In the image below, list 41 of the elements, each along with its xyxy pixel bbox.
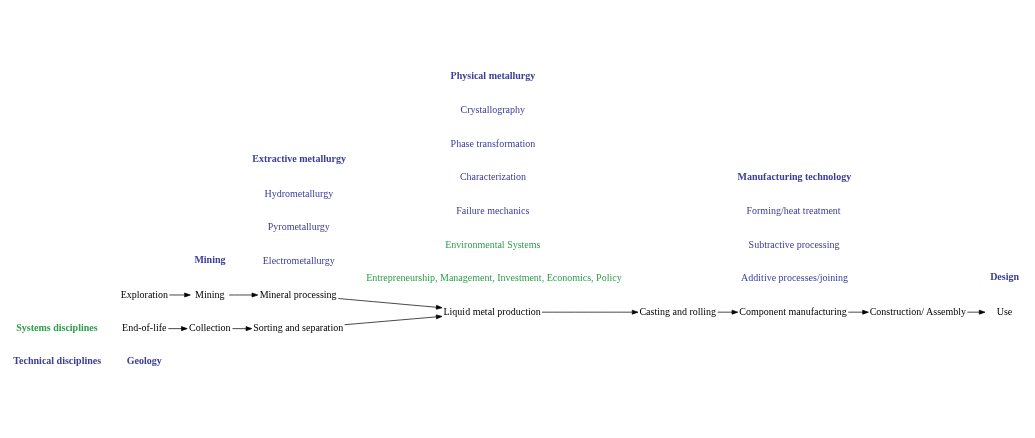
label: Forming/heat treatment: [746, 204, 841, 216]
arrow: [228, 292, 259, 297]
node-text: Liquid metal production: [443, 305, 541, 317]
arrow: [541, 309, 639, 315]
label: Manufacturing technology: [737, 170, 852, 182]
label: Crystallography: [460, 103, 526, 115]
label: Technical disciplines: [13, 354, 102, 366]
label: Hydrometallurgy: [264, 187, 334, 199]
node-text: Mineral processing: [259, 288, 337, 300]
label: Failure mechanics: [456, 204, 530, 216]
node-text: Use: [996, 305, 1013, 317]
arrow: [847, 309, 869, 315]
label: Design: [990, 270, 1020, 282]
node-text: Exploration: [120, 288, 168, 300]
label: Subtractive processing: [748, 238, 840, 250]
arrow: [717, 309, 739, 315]
node-text: Component manufacturing: [739, 305, 847, 317]
label: Entrepreneurship, Management, Investment, Economics, Policy: [366, 271, 622, 283]
label: Environmental Systems: [445, 238, 541, 250]
label: Additive processes/joining: [741, 271, 849, 283]
node-text: End-of-life: [122, 321, 167, 333]
arrow: [337, 297, 443, 310]
node-text: Mining: [195, 288, 225, 300]
arrow: [232, 325, 253, 331]
label: Systems disciplines: [16, 321, 98, 333]
label: Pyrometallurgy: [267, 220, 330, 232]
label: Electrometallurgy: [262, 254, 335, 266]
arrow: [168, 325, 188, 331]
arrow: [967, 309, 986, 315]
label: Mining: [194, 253, 226, 265]
node-text: Construction/ Assembly: [869, 305, 967, 317]
label: Characterization: [459, 170, 526, 182]
node-text: Collection: [188, 321, 231, 333]
arrow: [344, 314, 443, 325]
label: Physical metallurgy: [450, 69, 536, 81]
label: Geology: [126, 354, 162, 366]
node-text: Sorting and separation: [253, 321, 344, 333]
label: Extractive metallurgy: [252, 152, 346, 164]
node-text: Casting and rolling: [639, 305, 717, 317]
arrow: [169, 292, 191, 297]
label: Phase transformation: [450, 137, 536, 149]
